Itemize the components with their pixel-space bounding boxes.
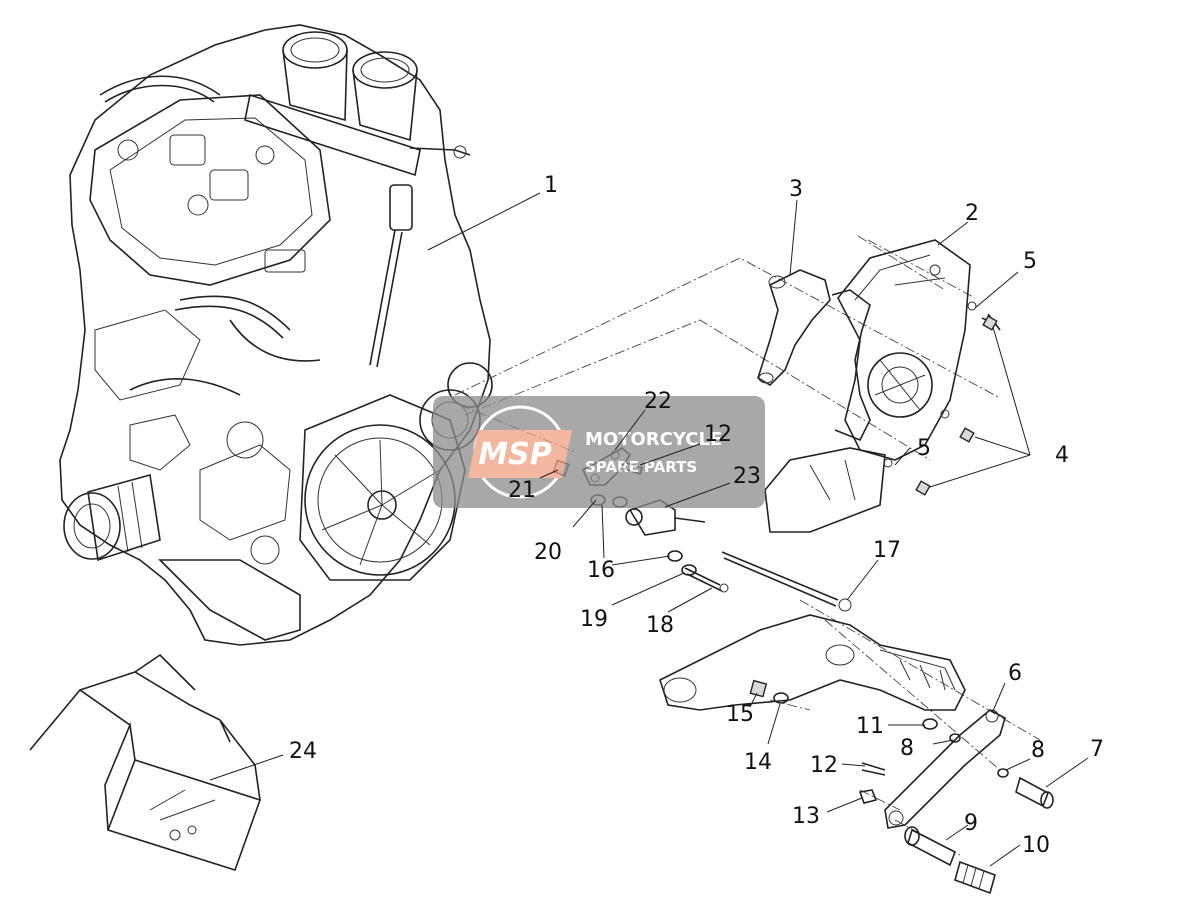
callout-21: 21 xyxy=(508,478,536,503)
callout-7: 7 xyxy=(1090,737,1104,762)
watermark-logo: MSP xyxy=(478,437,551,472)
callout-12-upper: 12 xyxy=(704,422,732,447)
callout-16: 16 xyxy=(587,558,615,583)
watermark-logo-badge xyxy=(468,430,572,478)
callout-11: 11 xyxy=(856,714,884,739)
throttle-bodies xyxy=(244,31,471,231)
callout-9: 9 xyxy=(964,811,978,836)
callout-8-left: 8 xyxy=(900,736,914,761)
shift-bracket xyxy=(757,269,871,442)
sprocket-cover xyxy=(837,239,971,461)
watermark-line1: MOTORCYCLE xyxy=(585,429,722,450)
callout-3: 3 xyxy=(789,177,803,202)
bolts-4-5 xyxy=(883,301,1001,496)
callout-5-top: 5 xyxy=(1023,249,1037,274)
watermark-line2: SPARE PARTS xyxy=(585,458,697,476)
callout-5-mid: 5 xyxy=(917,436,931,461)
callout-6: 6 xyxy=(1008,661,1022,686)
chain-guard-plate xyxy=(764,447,886,533)
callout-10: 10 xyxy=(1022,833,1050,858)
leader-lines xyxy=(209,192,1089,867)
oil-filter xyxy=(63,473,161,562)
callout-labels: 1 2 3 4 5 5 6 7 8 8 9 10 11 12 12 13 14 … xyxy=(289,173,1104,858)
callout-1: 1 xyxy=(544,173,558,198)
callout-19: 19 xyxy=(580,607,608,632)
callout-14: 14 xyxy=(744,750,772,775)
engine-assembly xyxy=(59,24,493,646)
callout-12-lower: 12 xyxy=(810,753,838,778)
callout-24: 24 xyxy=(289,739,317,764)
callout-18: 18 xyxy=(646,613,674,638)
watermark: MSP MOTORCYCLE SPARE PARTS xyxy=(433,396,765,508)
callout-23: 23 xyxy=(733,464,761,489)
callout-4: 4 xyxy=(1055,443,1069,468)
callout-15: 15 xyxy=(726,702,754,727)
callout-13: 13 xyxy=(792,804,820,829)
callout-17: 17 xyxy=(873,538,901,563)
callout-8-right: 8 xyxy=(1031,738,1045,763)
callout-2: 2 xyxy=(965,201,979,226)
gasket-kit-box xyxy=(29,653,262,871)
callout-20: 20 xyxy=(534,540,562,565)
callout-22: 22 xyxy=(644,389,672,414)
watermark-background xyxy=(433,396,765,508)
